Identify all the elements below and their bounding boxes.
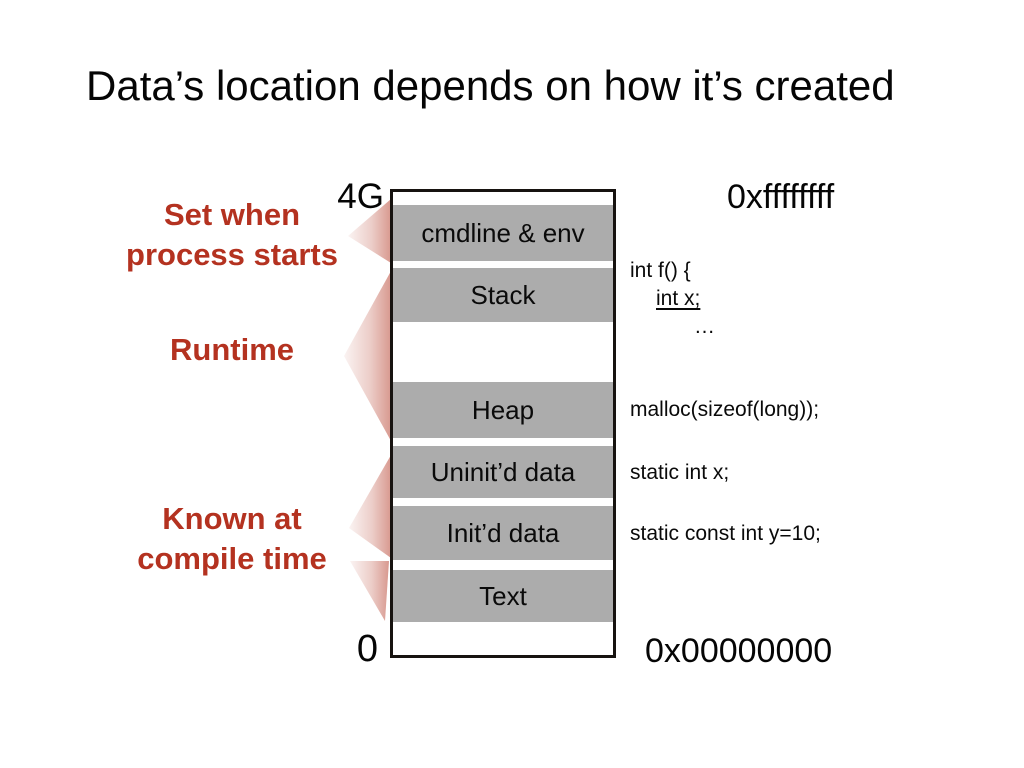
segment-label: Uninit’d data: [430, 456, 576, 487]
code-line-ellipsis: …: [694, 315, 715, 338]
label-line: Runtime: [170, 332, 294, 367]
label-line: Known at: [162, 501, 302, 536]
segment-stack: Stack: [393, 268, 613, 322]
address-bottom: 0x00000000: [645, 632, 833, 670]
label-runtime: Runtime: [97, 330, 367, 370]
label-line: process starts: [126, 237, 338, 272]
label-line: Set when: [163, 197, 301, 232]
memory-box-outline: [390, 189, 616, 658]
label-set-when-process-starts: Set when process starts: [97, 195, 367, 275]
code-annotation-stack: int f() { int x; …: [630, 257, 715, 341]
slide-title: Data’s location depends on how it’s crea…: [86, 62, 895, 109]
segment-text: Text: [393, 570, 613, 622]
code-line-underlined: int x;: [656, 287, 701, 310]
code-annotation-init-data: static const int y=10;: [630, 522, 821, 545]
segment-cmdline-env: cmdline & env: [393, 205, 613, 261]
segment-label: Text: [479, 580, 527, 611]
segment-label: cmdline & env: [421, 217, 585, 248]
segment-init-data: Init’d data: [393, 506, 613, 560]
code-line: int f() {: [630, 259, 691, 282]
segment-label: Init’d data: [446, 517, 560, 548]
code-annotation-heap: malloc(sizeof(long));: [630, 398, 820, 421]
label-line: compile time: [137, 541, 327, 576]
segment-heap: Heap: [393, 382, 613, 438]
axis-label-0: 0: [356, 628, 378, 670]
address-top: 0xffffffff: [727, 178, 835, 216]
segment-label: Stack: [470, 279, 536, 310]
label-known-at-compile-time: Known at compile time: [97, 499, 367, 579]
segment-label: Heap: [471, 394, 535, 425]
segment-uninit-data: Uninit’d data: [393, 446, 613, 498]
code-annotation-uninit-data: static int x;: [630, 461, 730, 484]
